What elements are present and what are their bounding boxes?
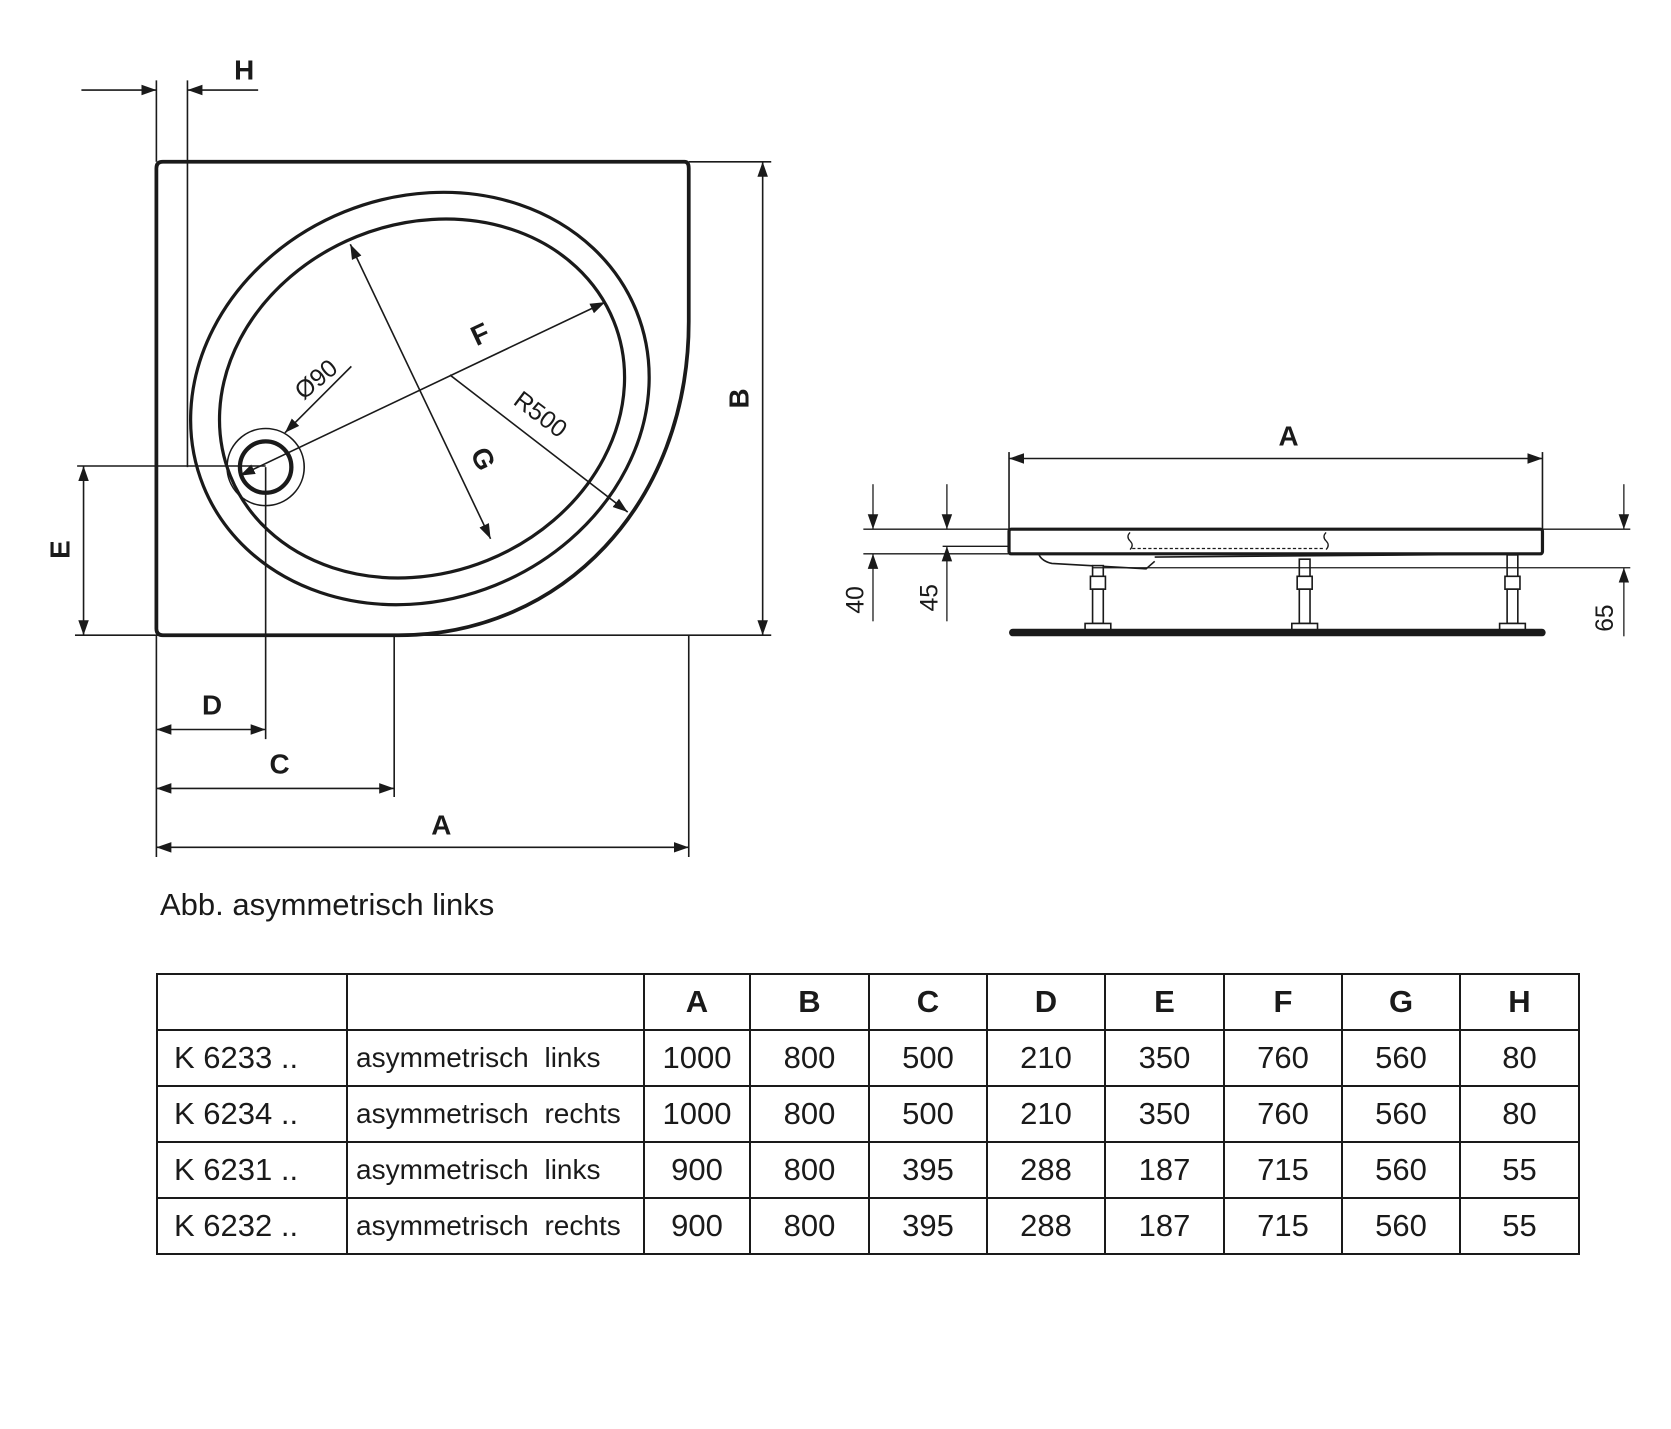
label-G: G <box>465 442 502 475</box>
model-code-cell: K 6232 .. <box>156 1197 348 1255</box>
dim-line-G <box>349 243 492 540</box>
label-drain-diameter: Ø90 <box>290 355 343 406</box>
label-B: B <box>724 388 755 408</box>
model-code-cell: K 6231 .. <box>156 1141 348 1199</box>
value-cell: 900 <box>643 1141 751 1199</box>
value-cell: 55 <box>1459 1141 1580 1199</box>
model-code-cell: K 6233 .. <box>156 1029 348 1087</box>
label-45: 45 <box>916 584 943 611</box>
value-cell: 80 <box>1459 1029 1580 1087</box>
value-cell: 760 <box>1223 1029 1343 1087</box>
dim-line-drain <box>284 365 352 434</box>
figure-caption: Abb. asymmetrisch links <box>160 887 495 922</box>
value-cell: 55 <box>1459 1197 1580 1255</box>
dim-line-R500 <box>449 374 629 513</box>
value-cell: 560 <box>1341 1085 1461 1143</box>
top-view-labels: H B E D C A F G R500 Ø90 <box>45 54 755 840</box>
header-cell: A <box>643 973 751 1031</box>
label-side-A: A <box>1279 421 1299 452</box>
value-cell: 80 <box>1459 1085 1580 1143</box>
header-cell: H <box>1459 973 1580 1031</box>
value-cell: 800 <box>749 1197 870 1255</box>
tray-rim-outer <box>189 190 651 607</box>
value-cell: 715 <box>1223 1197 1343 1255</box>
value-cell: 560 <box>1341 1029 1461 1087</box>
value-cell: 500 <box>868 1085 988 1143</box>
value-cell: 395 <box>868 1141 988 1199</box>
value-cell: 187 <box>1104 1141 1225 1199</box>
dimensions-table: A B C D E F G H K 6233 ..asymmetrisch li… <box>156 973 1580 1255</box>
value-cell: 210 <box>986 1085 1106 1143</box>
description-cell: asymmetrisch rechts <box>346 1197 645 1255</box>
value-cell: 800 <box>749 1085 870 1143</box>
label-E: E <box>45 540 76 559</box>
base-frame <box>1009 628 1546 637</box>
tray-basin-inner <box>217 217 627 580</box>
side-view <box>863 452 1631 637</box>
header-cell: F <box>1223 973 1343 1031</box>
value-cell: 560 <box>1341 1197 1461 1255</box>
label-F: F <box>466 317 495 352</box>
header-cell <box>346 973 645 1031</box>
value-cell: 350 <box>1104 1085 1225 1143</box>
value-cell: 395 <box>868 1197 988 1255</box>
header-cell: E <box>1104 973 1225 1031</box>
value-cell: 187 <box>1104 1197 1225 1255</box>
label-40: 40 <box>842 586 869 613</box>
value-cell: 288 <box>986 1197 1106 1255</box>
label-65: 65 <box>1592 604 1619 631</box>
value-cell: 800 <box>749 1141 870 1199</box>
value-cell: 900 <box>643 1197 751 1255</box>
header-cell: B <box>749 973 870 1031</box>
value-cell: 1000 <box>643 1085 751 1143</box>
tray-outline <box>154 159 691 638</box>
value-cell: 760 <box>1223 1085 1343 1143</box>
value-cell: 288 <box>986 1141 1106 1199</box>
header-cell: G <box>1341 973 1461 1031</box>
label-C: C <box>270 748 290 779</box>
value-cell: 800 <box>749 1029 870 1087</box>
support-feet <box>1084 554 1527 631</box>
description-cell: asymmetrisch links <box>346 1029 645 1087</box>
header-cell: C <box>868 973 988 1031</box>
description-cell: asymmetrisch rechts <box>346 1085 645 1143</box>
tray-side <box>1007 527 1545 556</box>
label-D: D <box>202 690 222 721</box>
description-cell: asymmetrisch links <box>346 1141 645 1199</box>
table-header-row: A B C D E F G H <box>156 973 1580 1031</box>
label-radius: R500 <box>508 387 571 444</box>
model-code-cell: K 6234 .. <box>156 1085 348 1143</box>
value-cell: 500 <box>868 1029 988 1087</box>
label-A: A <box>431 809 451 840</box>
label-H: H <box>234 54 254 85</box>
value-cell: 715 <box>1223 1141 1343 1199</box>
header-cell <box>156 973 348 1031</box>
value-cell: 560 <box>1341 1141 1461 1199</box>
drain-body <box>1038 554 1156 570</box>
side-view-labels: A 40 45 65 <box>842 421 1619 632</box>
value-cell: 1000 <box>643 1029 751 1087</box>
value-cell: 350 <box>1104 1029 1225 1087</box>
header-cell: D <box>986 973 1106 1031</box>
top-view <box>74 80 772 857</box>
value-cell: 210 <box>986 1029 1106 1087</box>
